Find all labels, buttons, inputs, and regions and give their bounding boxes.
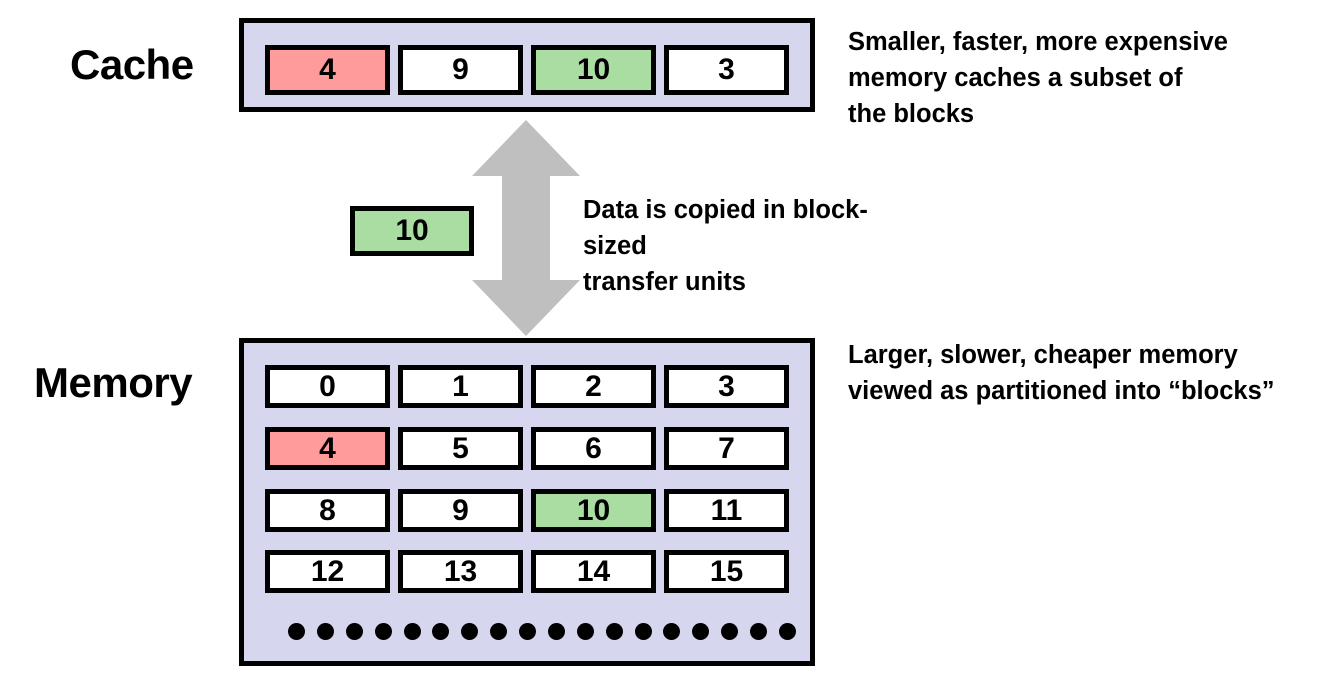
memory-block-2[interactable]: 2 [531,365,656,408]
cache-row-label: Cache [70,41,194,88]
cache-block-1[interactable]: 9 [398,45,523,95]
memory-block-13[interactable]: 13 [398,550,523,593]
ellipsis-dot [547,622,565,640]
cache-description-text: Smaller, faster, more expensive memory c… [848,28,1228,129]
ellipsis-dot [490,622,508,640]
ellipsis-dot [605,622,623,640]
memory-block-0[interactable]: 0 [265,365,390,408]
ellipsis-dot [288,622,305,640]
memory-block-4[interactable]: 4 [265,427,390,470]
memory-block-3[interactable]: 3 [664,365,789,408]
double-headed-vertical-arrow-icon [472,120,580,336]
memory-block-8[interactable]: 8 [265,489,390,532]
memory-block-7[interactable]: 7 [664,427,789,470]
ellipsis-dot [345,622,363,640]
ellipsis-dot [750,622,767,640]
memory-block-12[interactable]: 12 [265,550,390,593]
transfer-description-text: Data is copied in block-sized transfer u… [583,196,868,297]
ellipsis-dot [721,622,739,640]
memory-description-text: Larger, slower, cheaper memory viewed as… [848,341,1275,406]
ellipsis-dot [692,622,710,640]
cache-block-2[interactable]: 10 [531,45,656,95]
ellipsis-dot [461,622,479,640]
memory-ellipsis-dots [288,621,796,641]
memory-block-5[interactable]: 5 [398,427,523,470]
cache-block-0[interactable]: 4 [265,45,390,95]
memory-block-1[interactable]: 1 [398,365,523,408]
ellipsis-dot [374,622,392,640]
ellipsis-dot [403,622,421,640]
cache-block-3[interactable]: 3 [664,45,789,95]
memory-block-15[interactable]: 15 [664,550,789,593]
ellipsis-dot [634,622,652,640]
ellipsis-dot [432,622,450,640]
memory-row-label: Memory [34,359,193,406]
transfer-unit-block[interactable]: 10 [350,206,474,256]
ellipsis-dot [778,622,796,640]
ellipsis-dot [316,622,334,640]
memory-block-6[interactable]: 6 [531,427,656,470]
memory-block-10[interactable]: 10 [531,489,656,532]
ellipsis-dot [663,622,681,640]
ellipsis-dot [519,622,536,640]
memory-block-11[interactable]: 11 [664,489,789,532]
memory-block-9[interactable]: 9 [398,489,523,532]
ellipsis-dot [576,622,594,640]
memory-block-14[interactable]: 14 [531,550,656,593]
